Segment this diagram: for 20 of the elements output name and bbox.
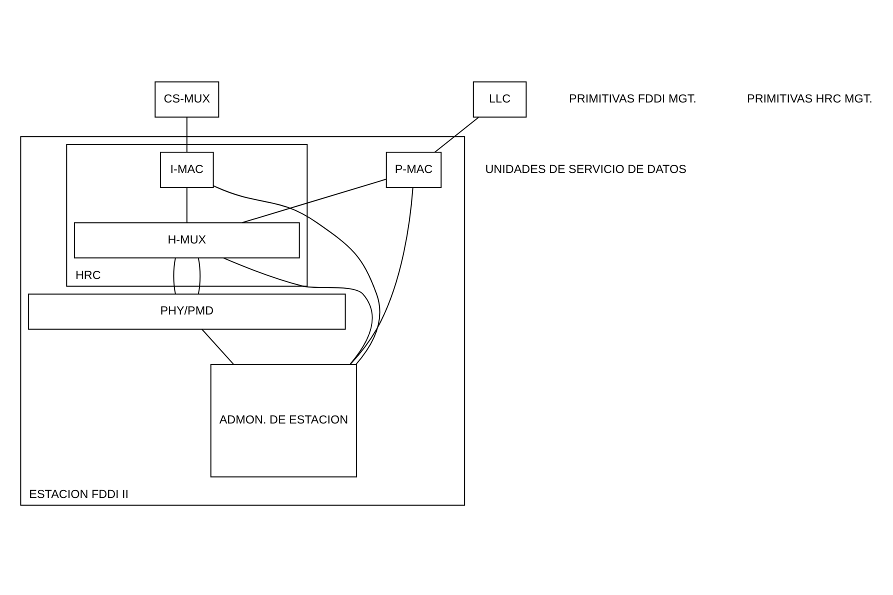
label: PRIMITIVAS FDDI MGT. — [569, 92, 696, 106]
connector — [186, 187, 188, 224]
node-box: ADMON. DE ESTACION — [210, 364, 358, 478]
connector — [186, 116, 188, 153]
connector — [434, 116, 479, 153]
connector — [198, 258, 201, 295]
connector — [173, 258, 176, 295]
connector — [202, 328, 234, 365]
label: PRIMITIVAS HRC MGT. — [747, 92, 872, 106]
connector — [242, 178, 386, 224]
node-box: P-MAC — [386, 152, 442, 188]
node-box: PHY/PMD — [28, 294, 346, 330]
node-box: I-MAC — [160, 152, 214, 188]
node-box: LLC — [472, 81, 527, 118]
node-box: H-MUX — [74, 222, 300, 258]
connector — [350, 187, 414, 365]
label: UNIDADES DE SERVICIO DE DATOS — [485, 162, 686, 176]
node-box: CS-MUX — [154, 81, 220, 118]
connector — [213, 185, 380, 365]
connector — [222, 257, 373, 365]
